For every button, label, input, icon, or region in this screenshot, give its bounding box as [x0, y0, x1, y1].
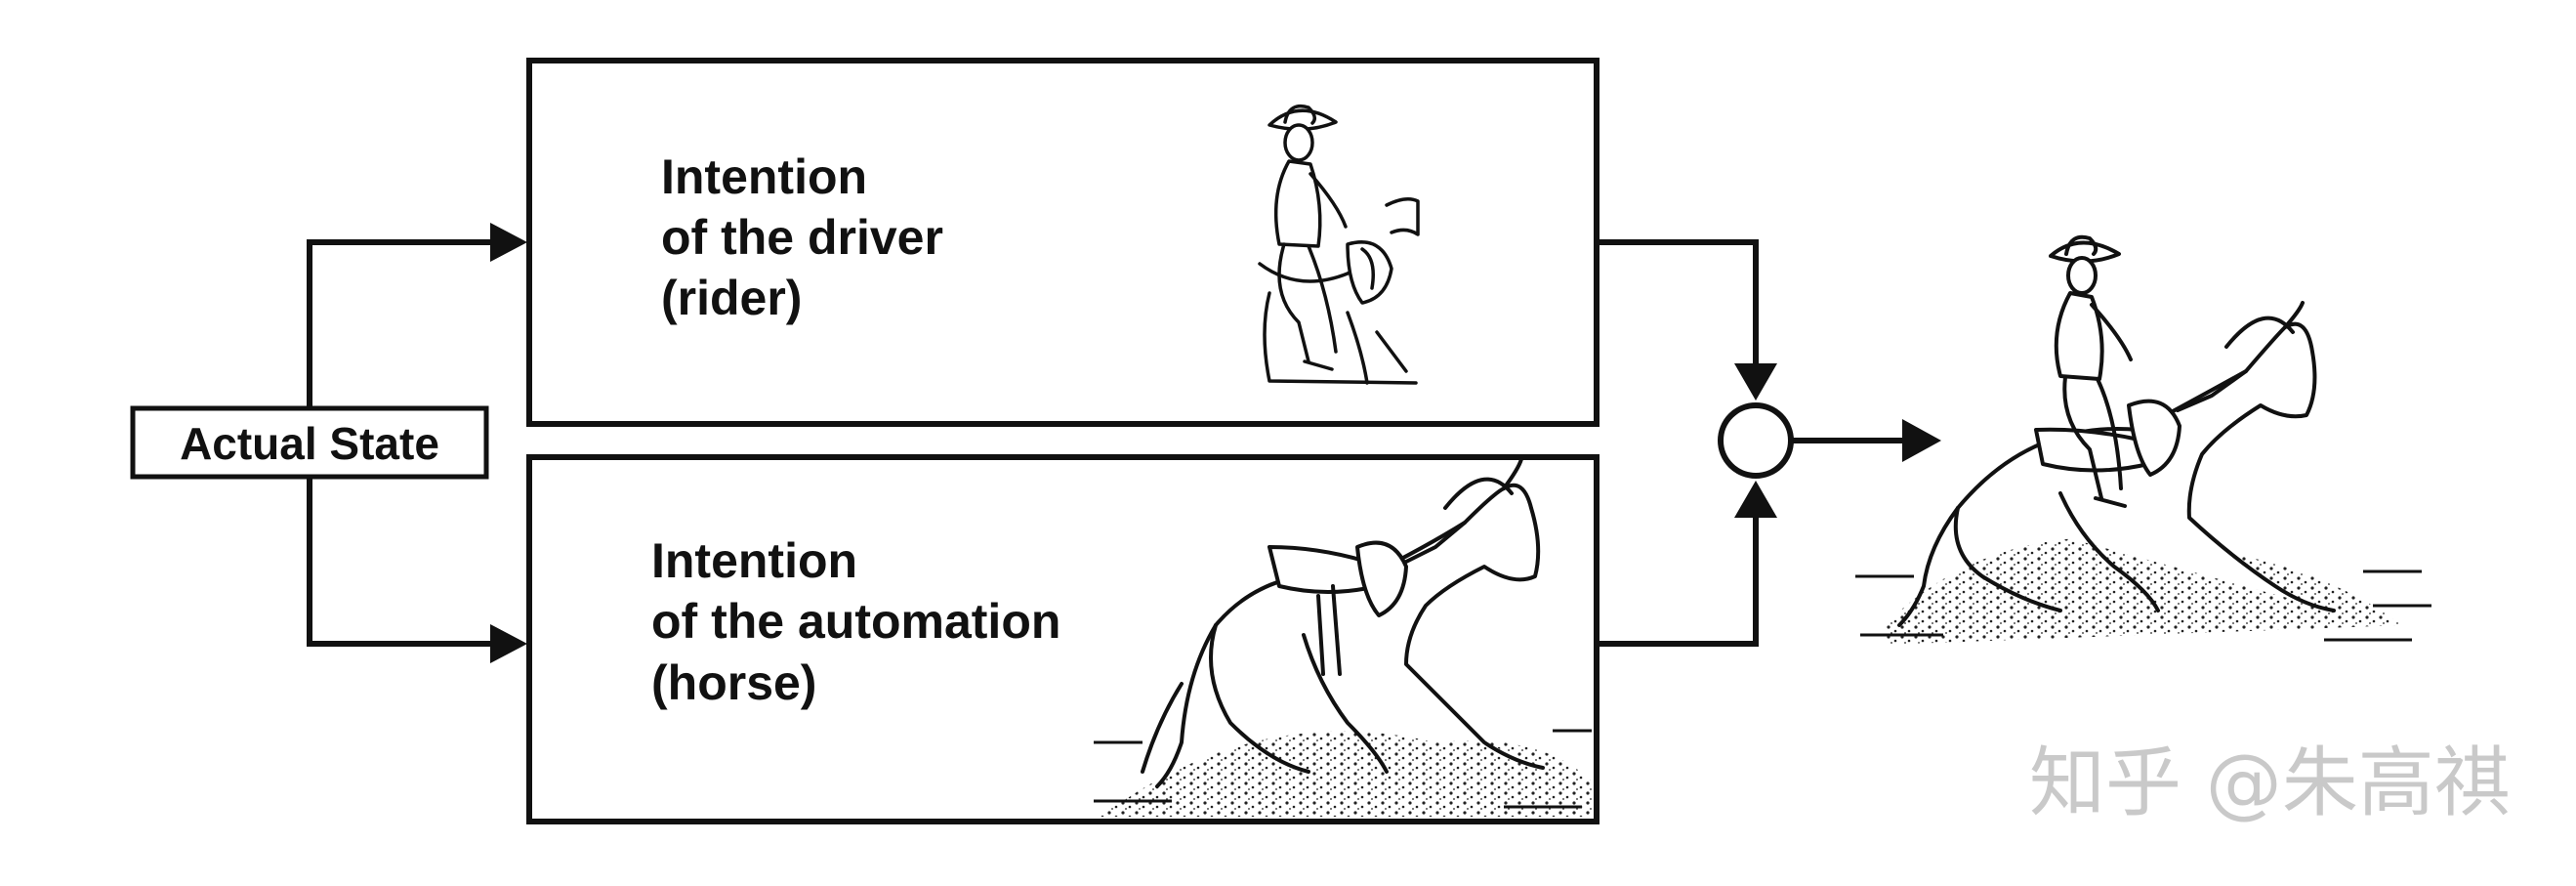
- arrow-to-driver-box: [490, 223, 527, 262]
- input-connectors: [307, 239, 493, 647]
- horse-and-rider-sketch-icon: [1855, 234, 2431, 645]
- arrow-node-to-result: [1902, 419, 1941, 462]
- horse-sketch-icon: [1094, 457, 1592, 817]
- output-connectors: [1597, 239, 1904, 647]
- actual-state-label: Actual State: [180, 418, 439, 469]
- combine-node-icon: [1718, 402, 1794, 479]
- arrow-to-automation-box: [490, 624, 527, 663]
- driver-intention-box: Intention of the driver (rider): [526, 58, 1600, 427]
- rider-sketch-icon: [1258, 104, 1420, 385]
- automation-intention-box: Intention of the automation (horse): [526, 454, 1600, 824]
- arrow-driver-to-node: [1734, 363, 1777, 401]
- automation-intention-text: Intention of the automation (horse): [651, 533, 1074, 710]
- watermark-text: 知乎 @朱高祺: [2029, 739, 2511, 827]
- input-arrowheads: [490, 223, 527, 663]
- actual-state-box: Actual State: [130, 405, 489, 480]
- arrow-automation-to-node: [1734, 481, 1777, 518]
- driver-intention-text: Intention of the driver (rider): [661, 149, 957, 325]
- output-arrowheads: [1734, 363, 1941, 518]
